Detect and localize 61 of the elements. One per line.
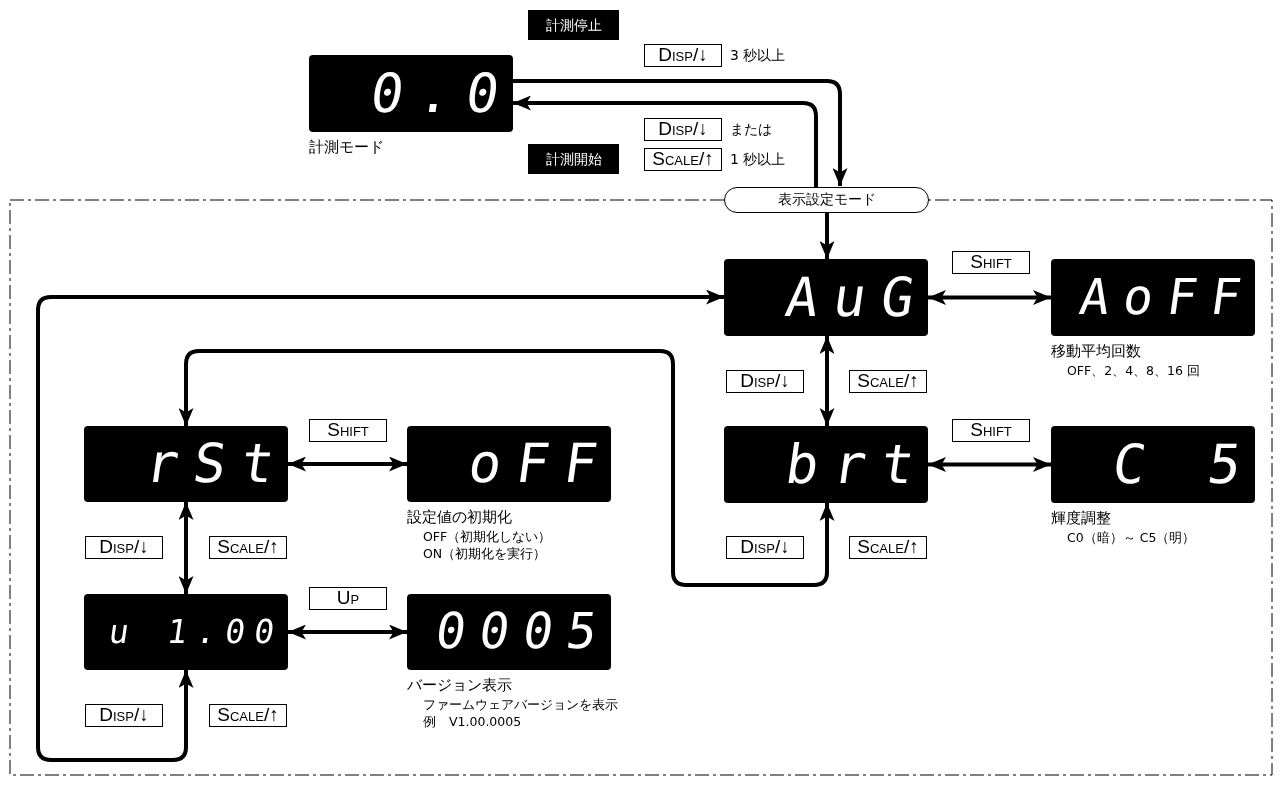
arrow — [819, 213, 835, 259]
key-label: Up — [309, 587, 387, 610]
caption-text: OFF、2、4、8、16 回 — [1067, 363, 1200, 379]
display-panel — [407, 426, 611, 502]
display-panel — [1051, 259, 1255, 336]
display-readout: C 5 — [1109, 437, 1260, 492]
key-label: Shift — [309, 419, 387, 442]
caption-text: C0（暗）～ C5（明） — [1067, 530, 1196, 546]
display-readout: AoFF — [1076, 272, 1259, 323]
key-label: Disp/↓ — [644, 44, 722, 67]
key-label: Scale/↑ — [209, 704, 287, 727]
display-panel — [1051, 426, 1255, 503]
note-text: または — [730, 120, 772, 139]
status-tag: 計測停止 — [528, 10, 619, 40]
arrow — [513, 95, 818, 187]
arrow — [928, 457, 1051, 472]
display-readout: u 1.00 — [106, 615, 286, 649]
display-readout: AuG — [782, 270, 933, 325]
caption-text: ON（初期化を実行） — [423, 546, 547, 562]
arrow — [288, 624, 407, 640]
mode-pill: 表示設定モード — [724, 187, 929, 213]
caption-text: ファームウェアバージョンを表示 — [423, 697, 618, 713]
caption-heading: 計測モード — [309, 138, 384, 157]
display-readout: 0005 — [432, 607, 615, 657]
display-panel — [84, 594, 288, 670]
note-text: 1 秒以上 — [730, 150, 786, 169]
key-label: Scale/↑ — [849, 370, 927, 393]
display-readout: rSt — [142, 437, 293, 491]
display-panel — [84, 426, 288, 502]
key-label: Scale/↑ — [849, 536, 927, 559]
arrow — [288, 456, 407, 472]
display-panel — [309, 55, 513, 132]
caption-heading: 設定値の初期化 — [407, 508, 512, 527]
caption-heading: 輝度調整 — [1051, 509, 1111, 528]
key-label: Scale/↑ — [209, 536, 287, 559]
key-label: Disp/↓ — [726, 370, 804, 393]
key-label: Scale/↑ — [644, 148, 722, 171]
display-readout: 0.0 — [367, 66, 518, 121]
arrow — [178, 349, 835, 587]
display-readout: oFF — [465, 437, 616, 491]
note-text: 3 秒以上 — [730, 46, 786, 65]
key-label: Shift — [952, 419, 1030, 442]
arrow — [928, 290, 1051, 305]
key-label: Shift — [952, 251, 1030, 274]
key-label: Disp/↓ — [644, 118, 722, 141]
arrow — [178, 502, 194, 594]
status-tag: 計測開始 — [528, 144, 619, 174]
display-panel — [407, 594, 611, 670]
arrow — [513, 79, 848, 186]
key-label: Disp/↓ — [85, 536, 163, 559]
arrow — [36, 289, 724, 762]
caption-heading: バージョン表示 — [407, 676, 512, 695]
display-panel — [724, 259, 928, 336]
key-label: Disp/↓ — [726, 536, 804, 559]
caption-text: 例 V1.00.0005 — [423, 714, 522, 730]
caption-text: OFF（初期化しない） — [423, 529, 552, 545]
display-readout: brt — [782, 437, 933, 492]
display-panel — [724, 426, 928, 503]
caption-heading: 移動平均回数 — [1051, 342, 1141, 361]
key-label: Disp/↓ — [85, 704, 163, 727]
arrow — [819, 336, 835, 426]
